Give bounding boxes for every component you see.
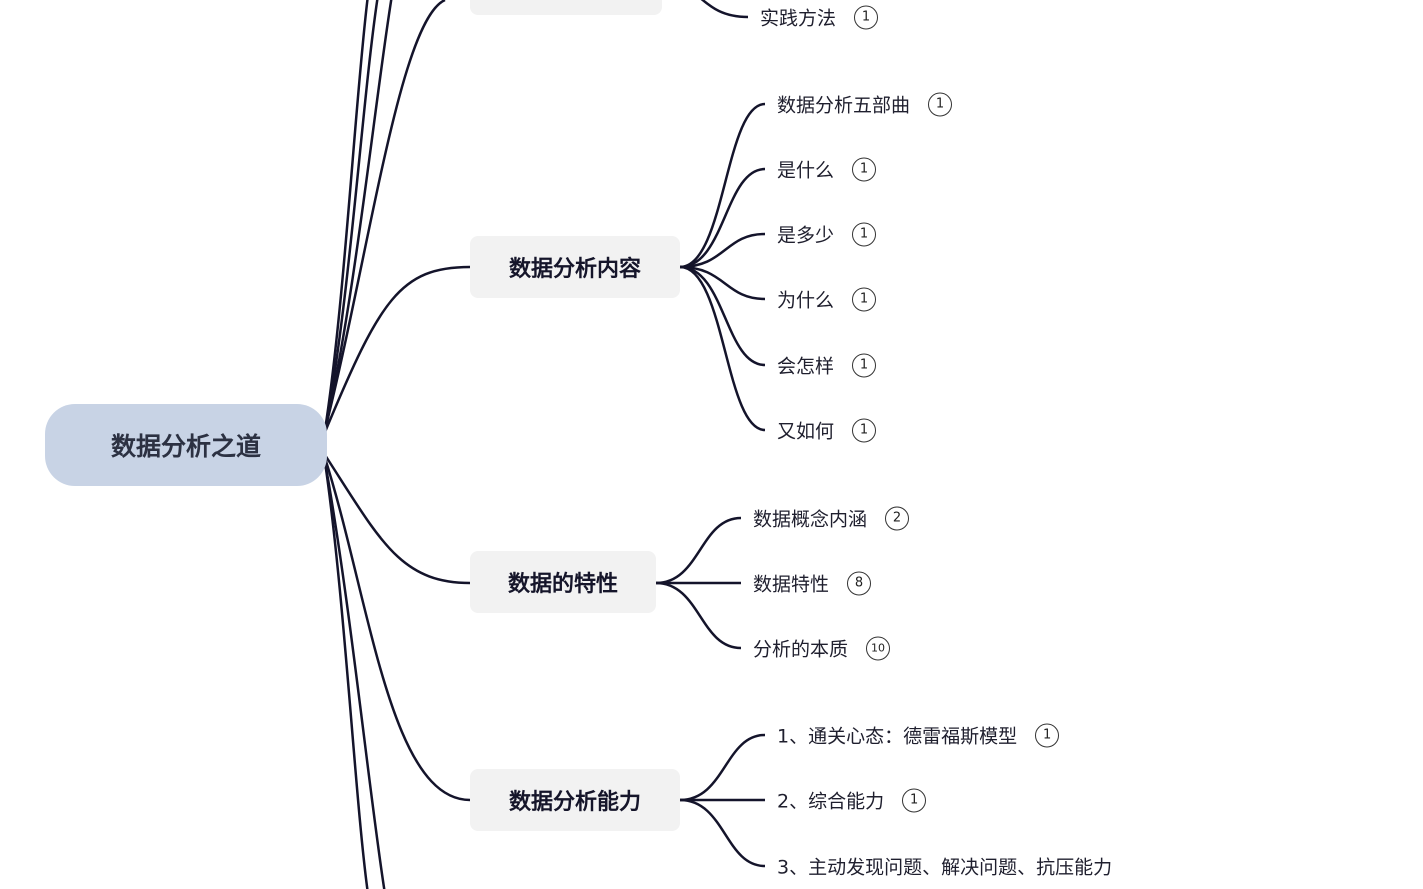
leaf-label: 为什么: [777, 289, 835, 312]
leaf-node[interactable]: 3、主动发现问题、解决问题、抗压能力: [777, 853, 1112, 880]
leaf-node[interactable]: 2、综合能力 1: [777, 787, 927, 814]
leaf-node[interactable]: 数据分析五部曲 1: [777, 91, 953, 118]
leaf-label: 会怎样: [777, 355, 835, 378]
child-count-badge[interactable]: 1: [852, 353, 877, 377]
branch-label: 数据分析能力: [508, 790, 641, 815]
branch-node-top[interactable]: [470, 0, 662, 15]
child-count-badge[interactable]: 10: [866, 636, 891, 660]
child-count-badge[interactable]: 1: [852, 418, 877, 442]
branch-node-abilities[interactable]: 数据分析能力: [470, 769, 680, 831]
child-count-badge[interactable]: 1: [928, 92, 953, 116]
child-count-badge[interactable]: 2: [885, 506, 910, 530]
child-count-badge[interactable]: 1: [852, 287, 877, 311]
child-count-badge[interactable]: 1: [1035, 723, 1060, 747]
leaf-node[interactable]: 是多少 1: [777, 221, 877, 248]
leaf-label: 2、综合能力: [777, 790, 885, 813]
root-node[interactable]: 数据分析之道: [45, 404, 327, 486]
child-count-badge[interactable]: 1: [852, 222, 877, 246]
leaf-node[interactable]: 分析的本质 10: [753, 635, 891, 662]
leaf-label: 数据概念内涵: [753, 508, 868, 531]
leaf-label: 数据特性: [753, 573, 830, 596]
branch-label: 数据的特性: [507, 572, 618, 597]
leaf-label: 3、主动发现问题、解决问题、抗压能力: [777, 856, 1113, 879]
leaf-label: 分析的本质: [753, 638, 849, 661]
branch-node-characteristics[interactable]: 数据的特性: [470, 551, 656, 613]
leaf-label: 是什么: [777, 159, 835, 182]
leaf-node[interactable]: 数据特性 8: [753, 570, 872, 597]
leaf-label: 实践方法: [760, 7, 837, 30]
child-count-badge[interactable]: 1: [854, 5, 879, 29]
leaf-label: 1、通关心态：德雷福斯模型: [777, 725, 1018, 748]
leaf-label: 数据分析五部曲: [777, 94, 911, 117]
leaf-node[interactable]: 1、通关心态：德雷福斯模型 1: [777, 722, 1060, 749]
leaf-label: 是多少: [777, 224, 835, 247]
child-count-badge[interactable]: 8: [847, 571, 872, 595]
leaf-node[interactable]: 是什么 1: [777, 156, 877, 183]
child-count-badge[interactable]: 1: [902, 788, 927, 812]
branch-node-content[interactable]: 数据分析内容: [470, 236, 680, 298]
child-count-badge[interactable]: 1: [852, 157, 877, 181]
leaf-node[interactable]: 数据概念内涵 2: [753, 505, 910, 532]
branch-label: 数据分析内容: [508, 257, 641, 282]
leaf-node[interactable]: 会怎样 1: [777, 352, 877, 379]
leaf-node[interactable]: 又如何 1: [777, 417, 877, 444]
root-label: 数据分析之道: [110, 432, 261, 461]
leaf-node[interactable]: 实践方法 1: [760, 4, 879, 31]
leaf-label: 又如何: [777, 420, 835, 443]
leaf-node[interactable]: 为什么 1: [777, 286, 877, 313]
